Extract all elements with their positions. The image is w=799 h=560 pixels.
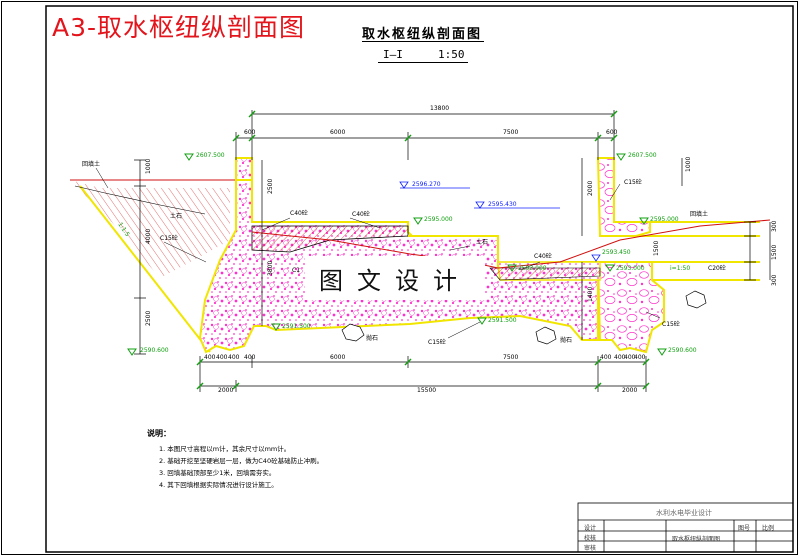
title-block-col-label: 比例 [762, 525, 775, 532]
notes-title: 说明： [147, 429, 171, 438]
inner-frame [45, 5, 794, 553]
label-left-slope: 回填土 [82, 160, 100, 168]
dim-top-seg: 7500 [503, 129, 518, 136]
dim-foot-seg: 400 [204, 354, 216, 361]
label-rock: 土石 [170, 212, 182, 220]
elev-crest-left: 2595.000 [424, 216, 453, 223]
dim-bottom-seg: 6000 [330, 354, 345, 361]
note-item: 2. 基础开挖至坚硬岩层一层，做为C40砼基础防止冲刷。 [159, 457, 324, 465]
elev-left-top: 2607.500 [196, 152, 225, 159]
elev-bed-right: 2591.500 [488, 317, 517, 324]
dim-foot-seg: 400 [600, 354, 612, 361]
elev-left-bottom: 2590.600 [140, 347, 169, 354]
label-c15-bottom: C15砼 [428, 338, 446, 346]
water-mark-3 [591, 254, 601, 262]
dim-bottom-overall: 15500 [417, 387, 436, 394]
label-c15-right-bottom: C15砼 [662, 320, 680, 328]
right-abutment [596, 157, 651, 237]
elev-design-water: 2596.270 [412, 181, 441, 188]
dim-top-seg: 600 [244, 129, 256, 136]
ground-surface [74, 185, 206, 215]
label-riprap: 抛石 [560, 336, 572, 344]
dim-foot-seg: 400 [244, 354, 256, 361]
dam-body [198, 157, 599, 354]
title-block-row-label: 校核 [584, 535, 597, 542]
dim-bottom-overall: 2000 [218, 387, 233, 394]
note-item: 3. 回填基础顶部至少1米，回填需夯实。 [159, 469, 276, 477]
right-foundation [596, 261, 665, 354]
dim-bottom-seg: 400 [216, 354, 228, 361]
dim-left-vert: 4000 [145, 229, 152, 244]
elev-crest-right: 2595.000 [650, 216, 679, 223]
left-wall-top [235, 157, 253, 181]
dim-left-vert: 2500 [145, 311, 152, 326]
dim-right-vert: 1500 [653, 241, 660, 256]
dim-left-vert: 1000 [145, 159, 152, 174]
section-label: I—I [383, 48, 403, 61]
drawing-title: 取水枢纽纵剖面图 [362, 27, 483, 42]
dim-right-vert: 2000 [587, 181, 594, 196]
label-rock-mid: 土石 [476, 238, 488, 246]
page-title: A3-取水枢纽纵剖面图 [52, 13, 306, 42]
elev-intake: 2593.000 [518, 265, 547, 272]
river-bed-red [251, 219, 771, 269]
label-c40: C40砼 [352, 210, 370, 218]
dim-bottom-overall: 2000 [622, 387, 637, 394]
riprap-stone-3 [685, 290, 707, 309]
label-riprap: 抛石 [366, 334, 378, 342]
title-block-row-label: 审核 [584, 545, 597, 552]
elev-right-top: 2607.500 [628, 152, 657, 159]
label-c15-left: C15砼 [160, 234, 178, 242]
riprap-stone-1 [341, 323, 365, 342]
dim-right-side: 300 [771, 274, 778, 286]
dim-bottom-seg: 400 [634, 354, 646, 361]
label-c20: C20砼 [708, 264, 726, 272]
dim-right-side: 1500 [771, 245, 778, 260]
label-slope-right: i=1:50 [670, 265, 690, 272]
dim-bottom-seg: 7500 [503, 354, 518, 361]
elev-intake: 2593.450 [602, 249, 631, 256]
drawing-title-underline [362, 41, 484, 42]
elev-bed-left: 2591.500 [282, 323, 311, 330]
elev-intake: 2593.000 [616, 265, 645, 272]
dim-right-vert: 1400 [587, 287, 594, 302]
watermark-box: 图文设计 [305, 256, 485, 300]
dim-foot-seg: 400 [614, 354, 626, 361]
title-block-row-label: 设计 [584, 525, 597, 532]
note-item: 4. 其下回填根据实际情况进行设计施工。 [159, 481, 278, 489]
dim-mid-vert: 3800 [267, 261, 274, 276]
title-block-drawing: 取水枢纽纵剖面图 [672, 536, 721, 543]
dim-right-side: 300 [771, 220, 778, 232]
left-slope-line [79, 185, 211, 353]
label-c40-right: C40砼 [534, 252, 552, 260]
dim-right-side: 1000 [685, 157, 692, 172]
elev-right-bottom: 2590.600 [668, 347, 697, 354]
dim-top-seg: 600 [606, 129, 618, 136]
dim-mid-vert: 2500 [267, 179, 274, 194]
dim-foot-seg: 400 [624, 354, 636, 361]
note-item: 1. 本图尺寸高程以m计，其余尺寸以mm计。 [159, 445, 291, 453]
label-c15-right: C15砼 [624, 178, 642, 186]
section-underline [378, 62, 468, 63]
label-c1: C1 [292, 267, 300, 274]
water-mark-2 [475, 201, 485, 209]
notes-block: 说明： 1. 本图尺寸高程以m计，其余尺寸以mm计。 2. 基础开挖至坚硬岩层一… [147, 428, 323, 491]
dim-top-seg: 6000 [330, 129, 345, 136]
riprap-stone-2 [535, 326, 557, 345]
elev-normal-water: 2595.430 [488, 201, 517, 208]
title-block-school: 水利水电毕业设计 [656, 509, 712, 517]
watermark-text: 图文设计 [319, 266, 471, 295]
title-block-col-label: 图号 [738, 525, 751, 532]
left-soil-slope [70, 180, 230, 278]
water-mark-1 [399, 181, 409, 189]
section-scale: 1:50 [438, 48, 465, 61]
label-c40: C40砼 [290, 209, 308, 217]
label-backfill-right: 回填土 [690, 210, 708, 218]
dim-top-overall: 13800 [430, 105, 449, 112]
dim-foot-seg: 400 [228, 354, 240, 361]
c40-slab [489, 267, 601, 281]
